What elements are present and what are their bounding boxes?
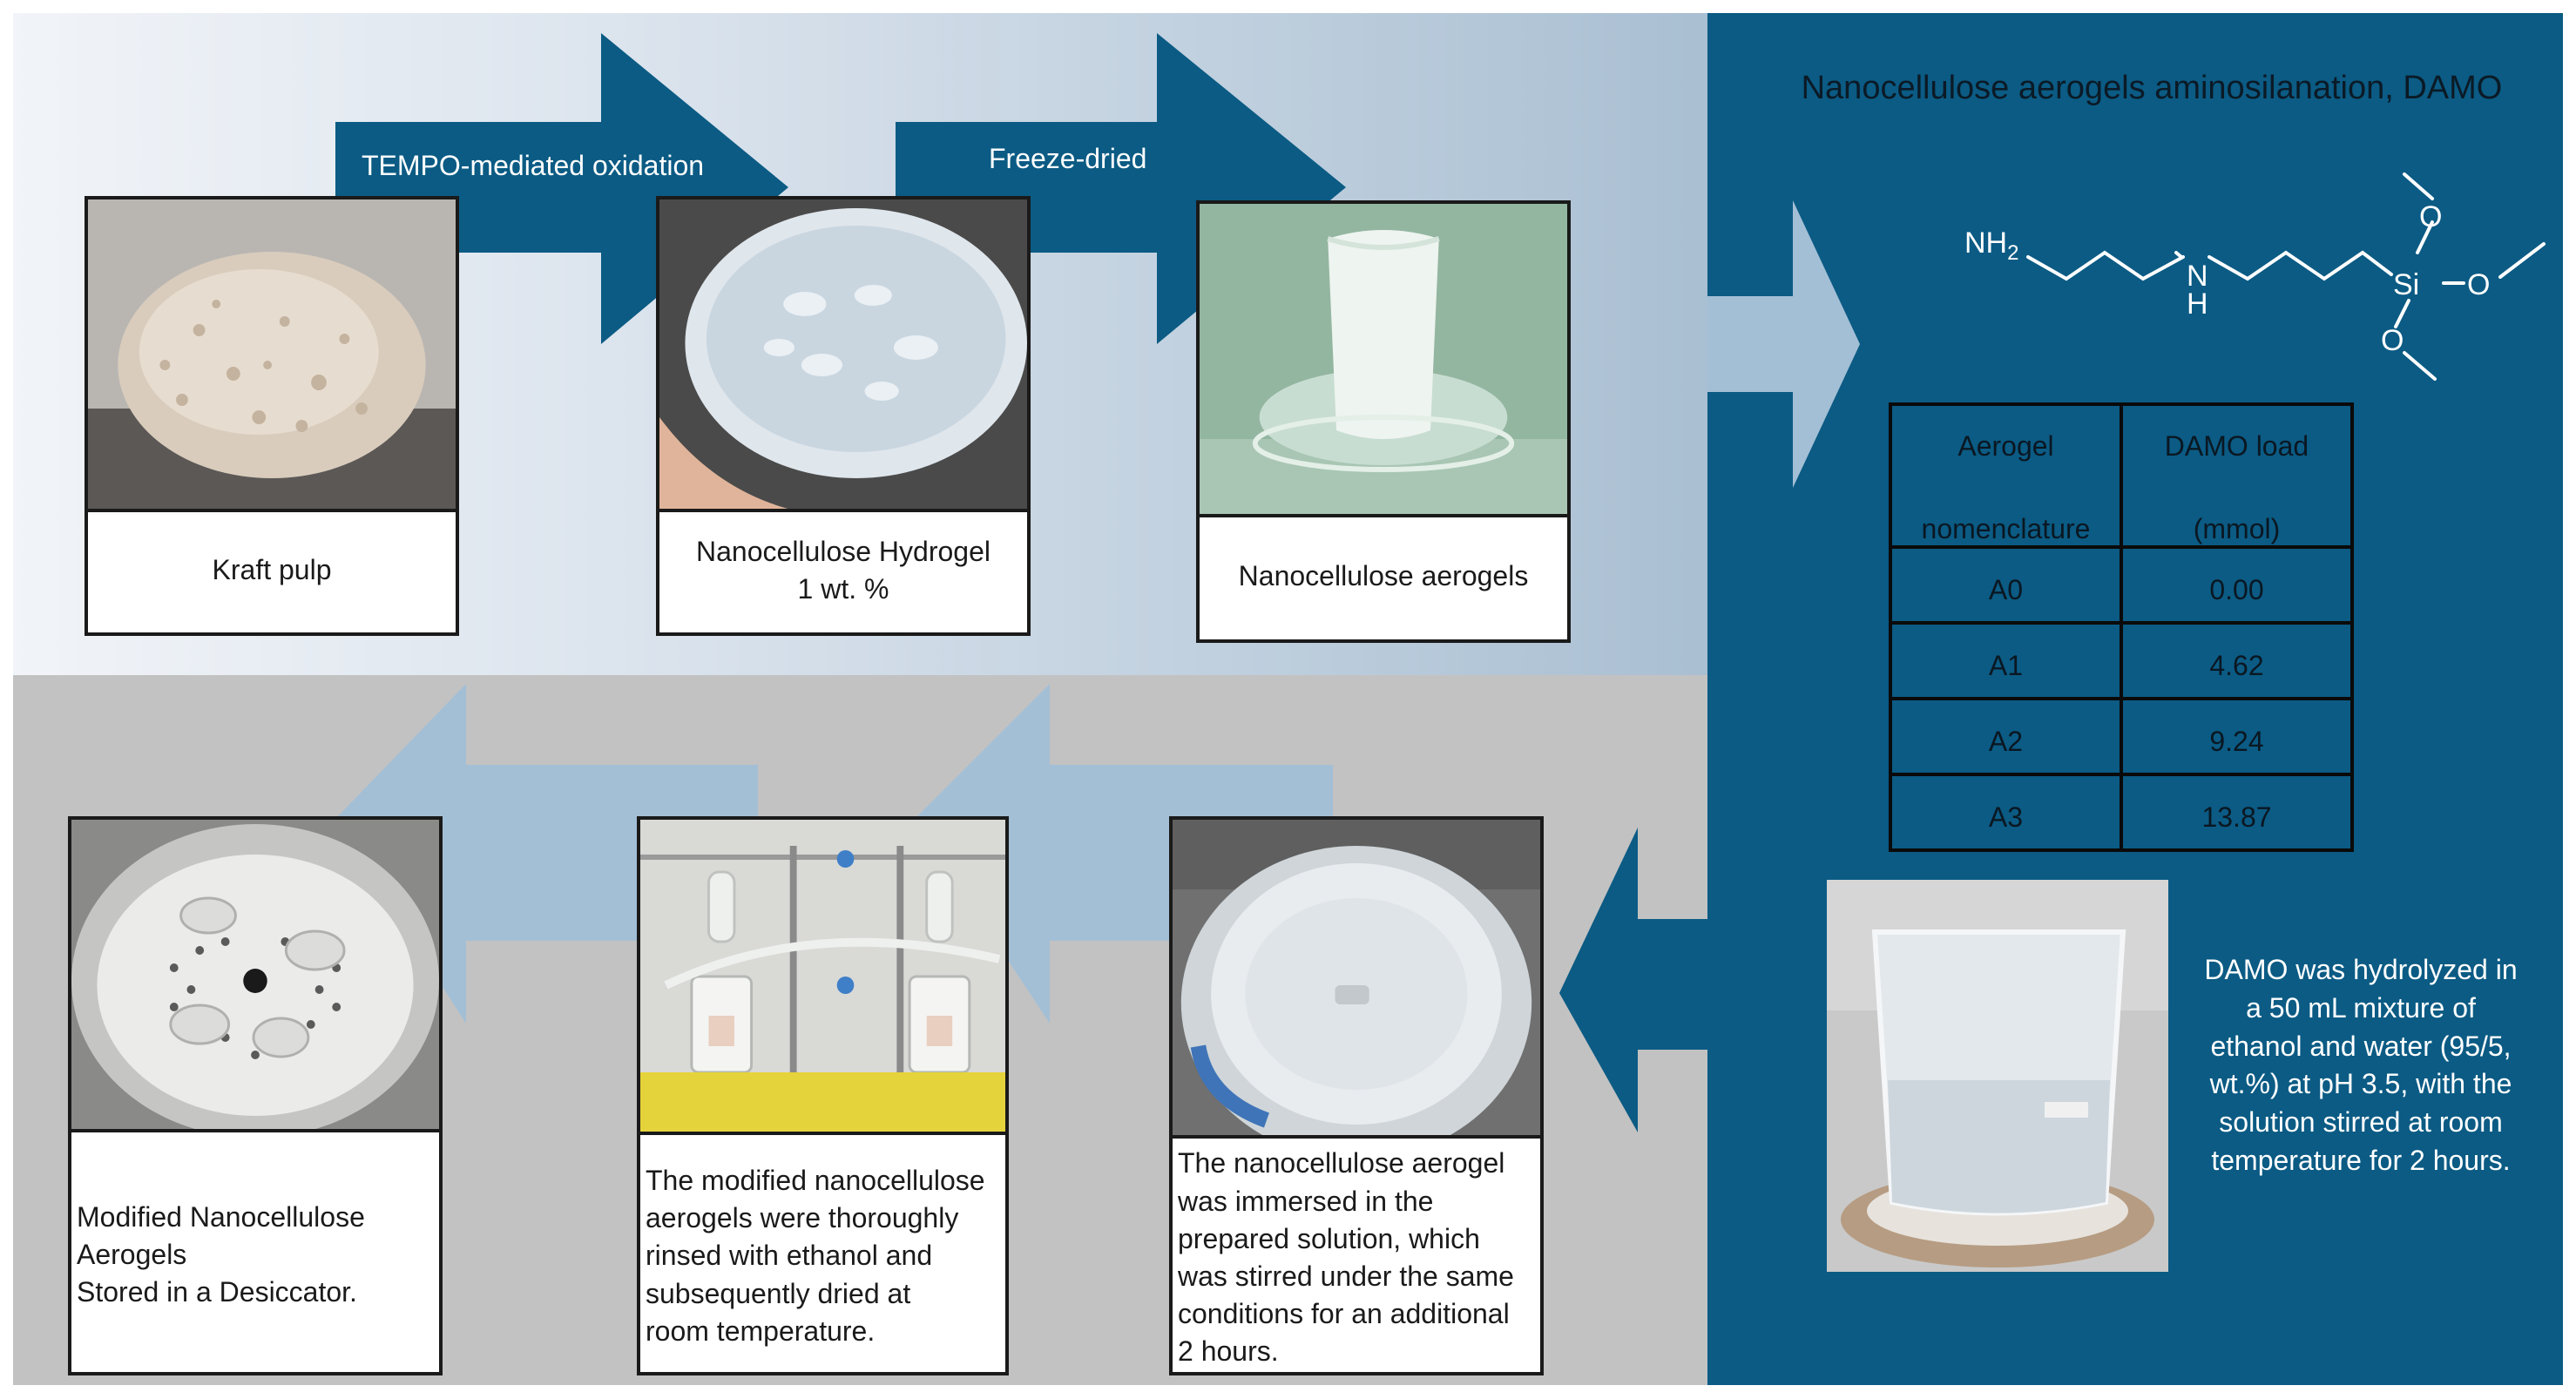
step-kraft-pulp: Kraft pulp	[85, 196, 459, 636]
arrow-to-immersion	[1559, 828, 1707, 1132]
beaker-photo	[1827, 880, 2168, 1272]
damo-load-cell: 4.62	[2120, 621, 2354, 700]
hydrolysis-text: DAMO was hydrolyzed in a 50 mL mixture o…	[2204, 954, 2518, 1177]
arrow-label-freeze-dried: Freeze-dried	[989, 143, 1147, 174]
hydrogel-caption-line2: 1 wt. %	[797, 573, 889, 605]
step-aerogels: Nanocellulose aerogels	[1196, 200, 1571, 643]
damo-load-table: Aerogel nomenclature DAMO load (mmol) A0…	[1889, 402, 2354, 852]
aerogel-name-cell: A1	[1889, 621, 2123, 700]
step-rinse-dry: The modified nanocellulose aerogels were…	[637, 816, 1009, 1375]
nh-n-label: N	[2187, 260, 2208, 293]
diagram-title: Nanocellulose aerogels aminosilanation, …	[1801, 70, 2503, 106]
aerogel-name-cell: A2	[1889, 697, 2123, 776]
hydrogel-caption-line1: Nanocellulose Hydrogel	[696, 535, 991, 567]
rinse-caption: The modified nanocellulose aerogels were…	[646, 1165, 985, 1347]
damo-load-cell: 13.87	[2120, 773, 2354, 852]
soxhlet-photo	[640, 820, 1005, 1135]
desiccator-caption: Modified Nanocellulose Aerogels Stored i…	[77, 1200, 365, 1308]
o-label-top: O	[2419, 200, 2442, 233]
aerogel-photo	[1200, 204, 1567, 517]
si-label: Si	[2393, 268, 2419, 301]
header-aerogel-nomenclature: Aerogel nomenclature	[1889, 402, 2123, 549]
immersion-caption: The nanocellulose aerogel was immersed i…	[1178, 1147, 1514, 1368]
damo-load-cell: 9.24	[2120, 697, 2354, 776]
step-desiccator: Modified Nanocellulose Aerogels Stored i…	[68, 816, 443, 1375]
table-header-row: Aerogel nomenclature DAMO load (mmol)	[1889, 402, 2354, 549]
aerogel-name-cell: A0	[1889, 545, 2123, 625]
desiccator-photo	[71, 820, 439, 1132]
step-immersion: The nanocellulose aerogel was immersed i…	[1169, 816, 1544, 1375]
aerogel-caption: Nanocellulose aerogels	[1238, 560, 1529, 592]
nh2-label: NH2	[1964, 226, 2018, 265]
arrow-to-silanation	[1707, 200, 1860, 488]
kraft-pulp-caption: Kraft pulp	[212, 554, 332, 586]
table-row: A0 0.00	[1889, 545, 2354, 625]
hydrogel-photo	[659, 199, 1027, 512]
damo-load-cell: 0.00	[2120, 545, 2354, 625]
header-damo-load: DAMO load (mmol)	[2120, 402, 2354, 549]
hydrogel-caption: Nanocellulose Hydrogel 1 wt. %	[659, 509, 1027, 632]
aerogel-name-cell: A3	[1889, 773, 2123, 852]
table-row: A2 9.24	[1889, 697, 2354, 776]
step-hydrogel: Nanocellulose Hydrogel 1 wt. %	[656, 196, 1031, 636]
arrow-label-tempo: TEMPO-mediated oxidation	[362, 150, 705, 181]
table-row: A1 4.62	[1889, 621, 2354, 700]
o-label-right: O	[2467, 268, 2490, 301]
damo-structure: NH2 N H Si O O O	[1964, 172, 2546, 381]
o-label-bottom: O	[2381, 324, 2404, 357]
table-row: A3 13.87	[1889, 773, 2354, 852]
kraft-pulp-photo	[88, 199, 456, 512]
nh-h-label: H	[2187, 287, 2208, 321]
immersion-photo	[1173, 820, 1540, 1139]
